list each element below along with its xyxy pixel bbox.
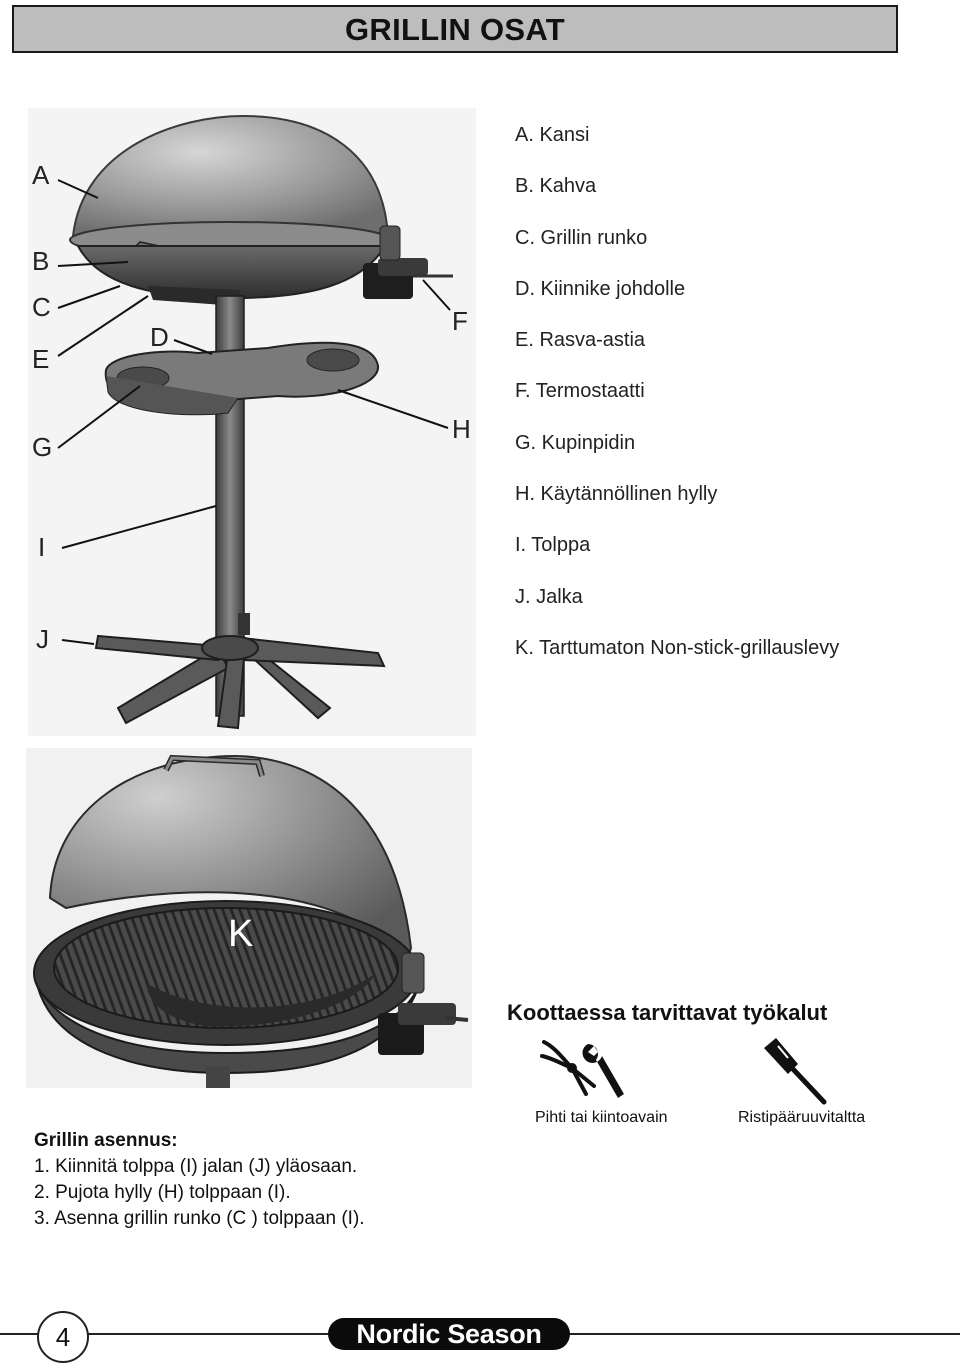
- label-I: I: [38, 532, 45, 562]
- assembly-step: 1. Kiinnitä tolppa (I) jalan (J) yläosaa…: [34, 1156, 358, 1177]
- grill-plate: [53, 907, 399, 1029]
- part-item: B. Kahva: [515, 175, 597, 198]
- label-H: H: [452, 414, 471, 444]
- part-item: H. Käytännöllinen hylly: [515, 483, 718, 506]
- assembly-step: 3. Asenna grillin runko (C ) tolppaan (I…: [34, 1208, 365, 1229]
- label-E: E: [32, 344, 49, 374]
- title-bar: GRILLIN OSAT: [12, 5, 898, 53]
- label-J: J: [36, 624, 49, 654]
- pliers-wrench-icon: [540, 1040, 624, 1098]
- screwdriver-icon: [764, 1038, 827, 1105]
- tools-heading: Koottaessa tarvittavat työkalut: [507, 1000, 828, 1025]
- assembly-instructions: Grillin asennus: 1. Kiinnitä tolppa (I) …: [34, 1128, 365, 1232]
- page-number: 4: [37, 1311, 89, 1363]
- part-item: E. Rasva-astia: [515, 329, 646, 352]
- part-item: D. Kiinnike johdolle: [515, 277, 686, 300]
- open-grill-diagram: K: [26, 748, 472, 1088]
- page-title: GRILLIN OSAT: [344, 12, 565, 47]
- grill-stand-diagram: A B C E D G F H I J: [28, 108, 476, 736]
- assembly-step: 2. Pujota hylly (H) tolppaan (I).: [34, 1182, 291, 1203]
- brand-logo: Nordic Season: [328, 1318, 570, 1350]
- label-G: G: [32, 432, 52, 462]
- assembly-heading: Grillin asennus:: [34, 1130, 178, 1151]
- label-F: F: [452, 306, 468, 336]
- grill-lid: [71, 114, 390, 237]
- tool-label-pliers: Pihti tai kiintoavain: [535, 1109, 668, 1126]
- tool-label-screwdriver: Ristipääruuvitaltta: [738, 1109, 866, 1126]
- open-lid: [48, 754, 413, 966]
- label-A: A: [32, 160, 50, 190]
- part-item: C. Grillin runko: [515, 226, 648, 249]
- label-K: K: [228, 913, 253, 955]
- part-item: F. Termostaatti: [515, 380, 645, 403]
- label-B: B: [32, 246, 49, 276]
- part-item: K. Tarttumaton Non-stick-grillauslevy: [515, 636, 840, 659]
- part-item: G. Kupinpidin: [515, 431, 636, 454]
- foot-base: [94, 634, 386, 730]
- label-C: C: [32, 292, 51, 322]
- thermostat: [363, 258, 453, 299]
- part-item: I. Tolppa: [515, 534, 591, 557]
- label-D: D: [150, 322, 169, 352]
- parts-list: A. Kansi B. Kahva C. Grillin runko D. Ki…: [515, 120, 839, 684]
- part-item: J. Jalka: [515, 585, 583, 608]
- part-item: A. Kansi: [515, 124, 590, 146]
